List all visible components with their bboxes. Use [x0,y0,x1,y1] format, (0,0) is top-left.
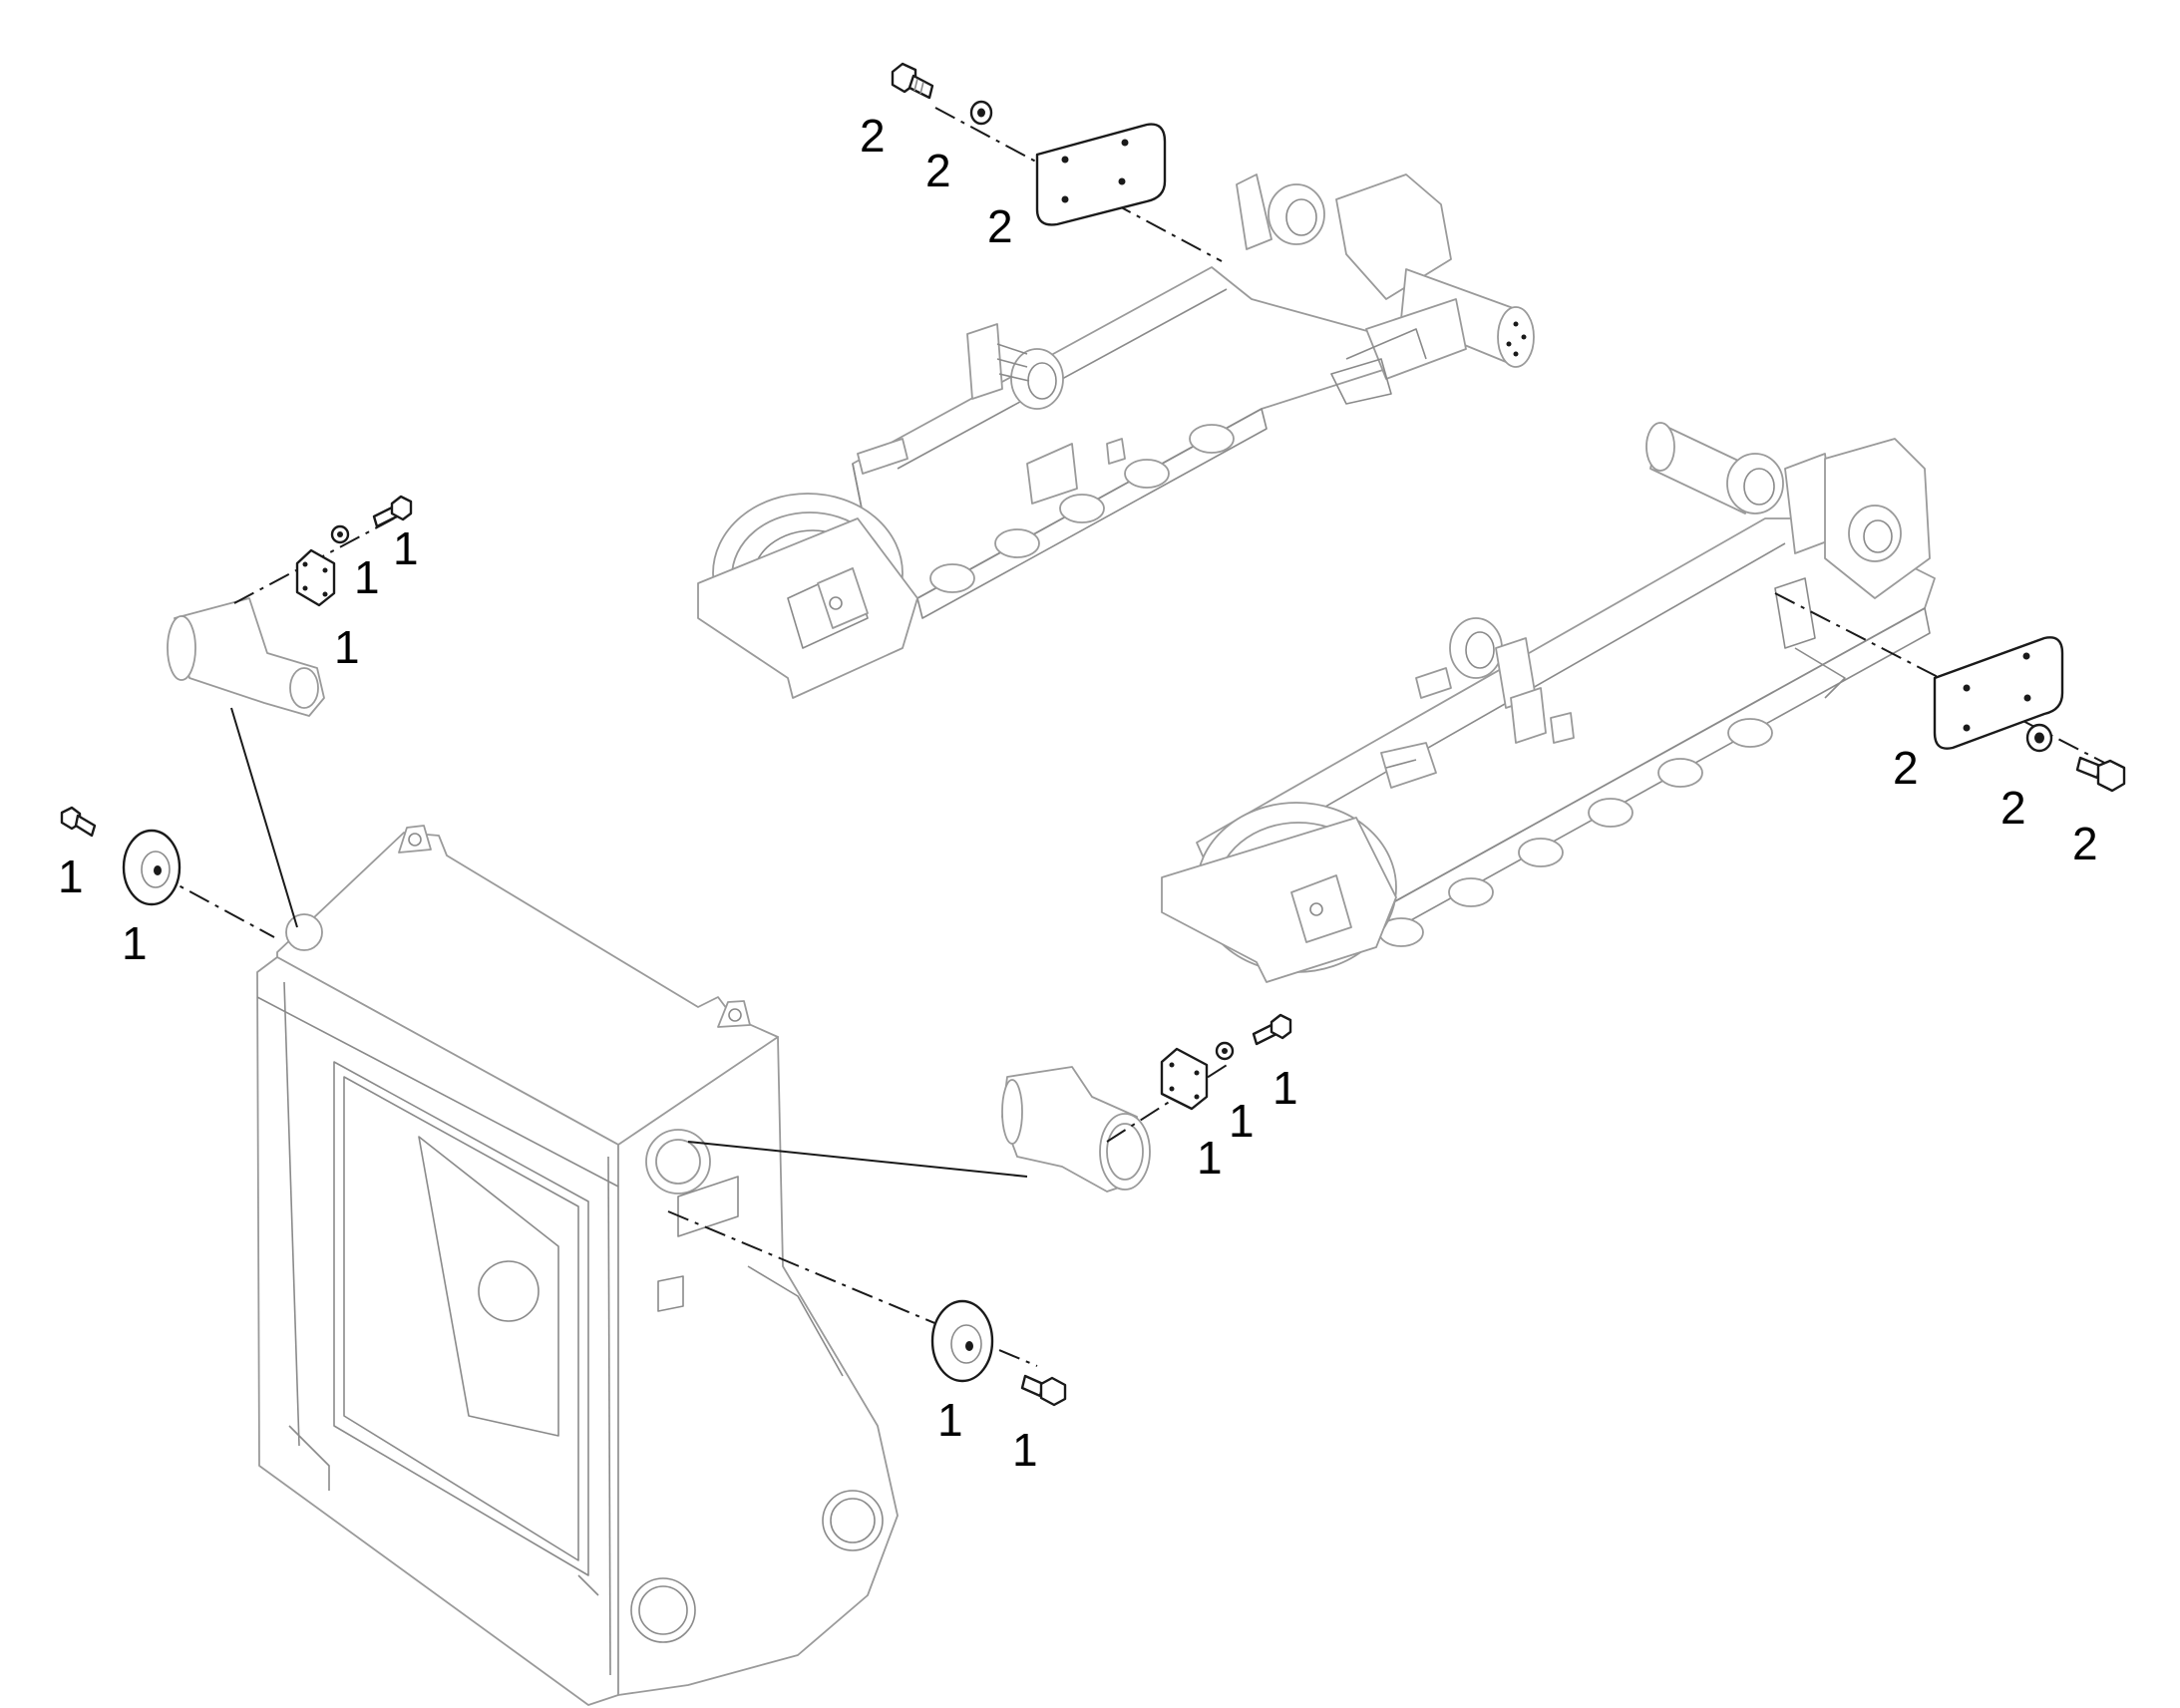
top-bolt [891,62,934,100]
leader-lines [230,707,1028,1178]
upper-cover [295,548,336,607]
callout-top-bolt: 2 [860,110,886,162]
track-frame-top [697,173,1535,699]
callout-lower-disc: 1 [937,1394,963,1446]
track-frame-right [1161,422,1936,983]
right-bolt [2075,756,2126,793]
pivot-shaft-upper [167,597,325,717]
callout-top-washer: 2 [925,145,951,196]
right-washer [2025,723,2053,753]
callout-left-bolt: 1 [58,851,84,902]
pivot-shaft-lower [1001,1066,1151,1193]
left-bolt [60,806,97,838]
callout-right-plate: 2 [1893,742,1919,794]
lower-disc [930,1299,994,1383]
callout-right-bolt: 2 [2072,818,2098,869]
callout-labels: 2 2 2 2 2 2 1 1 1 1 1 1 1 1 1 1 [58,110,2098,1476]
mid-bolt [1252,1013,1292,1046]
top-washer [969,100,993,126]
upper-washer [330,524,350,544]
callout-upper-washer: 1 [354,551,380,603]
mid-cover [1160,1047,1209,1111]
right-plate [1933,636,2064,750]
main-frame [256,825,899,1706]
lower-bolt [1020,1374,1067,1407]
mid-washer [1215,1041,1235,1061]
callout-upper-bolt: 1 [393,522,419,574]
callout-left-disc: 1 [122,917,148,969]
callout-right-washer: 2 [2000,782,2026,834]
callout-mid-cover: 1 [1197,1132,1223,1184]
callout-upper-cover: 1 [334,621,360,673]
callout-top-plate: 2 [987,200,1013,252]
top-plate [1035,123,1167,226]
callout-lower-bolt: 1 [1012,1424,1038,1476]
upper-bolt [372,495,413,528]
left-disc [122,829,182,906]
callout-mid-washer: 1 [1229,1095,1255,1147]
callout-mid-bolt: 1 [1272,1062,1298,1114]
